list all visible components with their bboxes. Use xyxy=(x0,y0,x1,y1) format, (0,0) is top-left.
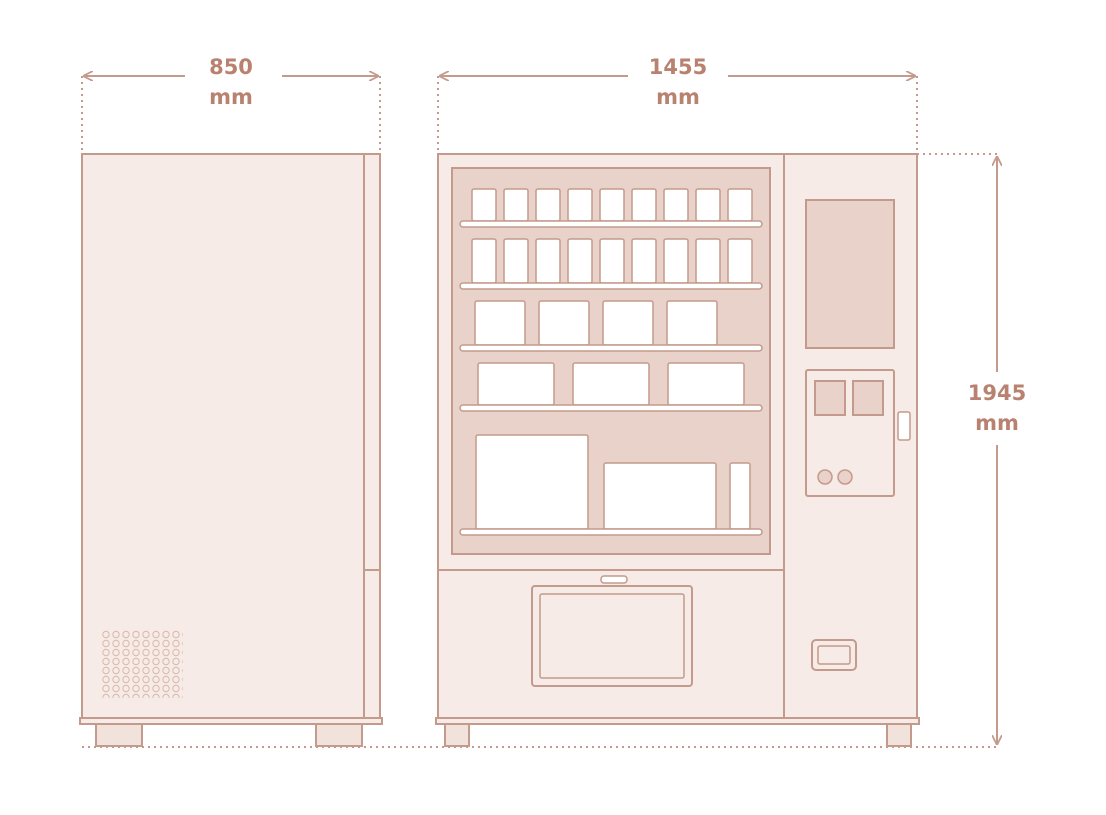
height-dimension: 1945 mm xyxy=(82,153,1026,748)
side-foot-left xyxy=(95,723,143,747)
height-unit: mm xyxy=(975,411,1019,435)
front-width-unit: mm xyxy=(656,85,700,109)
shelf-4 xyxy=(459,404,763,412)
product-item xyxy=(567,238,593,284)
product-item xyxy=(538,300,590,346)
product-item xyxy=(567,188,593,222)
side-view xyxy=(79,153,383,747)
product-item xyxy=(475,434,589,530)
change-return-slot[interactable] xyxy=(811,639,857,671)
side-foot-right xyxy=(315,723,363,747)
product-item xyxy=(471,188,497,222)
side-width-value: 850 xyxy=(209,55,253,79)
product-item xyxy=(631,238,657,284)
product-item xyxy=(602,300,654,346)
product-row-4 xyxy=(477,362,745,406)
side-panel xyxy=(81,153,381,723)
side-base-strip xyxy=(79,717,383,725)
touch-screen[interactable] xyxy=(805,199,895,349)
vent-grille xyxy=(101,630,183,698)
product-item xyxy=(663,238,689,284)
product-item xyxy=(503,188,529,222)
product-item xyxy=(695,188,721,222)
product-item xyxy=(663,188,689,222)
product-item xyxy=(603,462,717,530)
height-value: 1945 xyxy=(968,381,1026,405)
product-row-5 xyxy=(475,434,751,530)
front-foot-right xyxy=(886,723,912,747)
product-item xyxy=(727,238,753,284)
product-item xyxy=(695,238,721,284)
product-item xyxy=(727,188,753,222)
front-view xyxy=(435,153,920,747)
shelf-5 xyxy=(459,528,763,536)
product-item xyxy=(477,362,555,406)
product-item xyxy=(535,238,561,284)
side-width-unit: mm xyxy=(209,85,253,109)
front-width-value: 1455 xyxy=(649,55,707,79)
product-item xyxy=(535,188,561,222)
product-item xyxy=(666,300,718,346)
door-handle[interactable] xyxy=(897,411,911,441)
front-width-dimension: 1455 mm xyxy=(437,55,918,152)
shelf-2 xyxy=(459,282,763,290)
product-row-3 xyxy=(474,300,718,346)
product-item xyxy=(599,238,625,284)
side-width-dimension: 850 mm xyxy=(81,55,381,152)
product-item xyxy=(503,238,529,284)
product-item xyxy=(729,462,751,530)
product-item xyxy=(471,238,497,284)
shelf-3 xyxy=(459,344,763,352)
pickup-compartment-inner xyxy=(539,593,685,679)
front-foot-left xyxy=(444,723,470,747)
product-item xyxy=(474,300,526,346)
pickup-compartment[interactable] xyxy=(531,585,693,687)
product-row-2 xyxy=(471,238,753,284)
shelf-1 xyxy=(459,220,763,228)
product-item xyxy=(572,362,650,406)
product-item xyxy=(667,362,745,406)
product-item xyxy=(631,188,657,222)
button-left[interactable] xyxy=(817,469,833,485)
card-reader[interactable] xyxy=(814,380,846,416)
button-right[interactable] xyxy=(837,469,853,485)
change-return-slot-inner xyxy=(817,645,851,665)
product-item xyxy=(599,188,625,222)
product-row-1 xyxy=(471,188,753,222)
pickup-flap-handle[interactable] xyxy=(600,575,628,584)
front-base-strip xyxy=(435,717,920,725)
coin-acceptor[interactable] xyxy=(852,380,884,416)
